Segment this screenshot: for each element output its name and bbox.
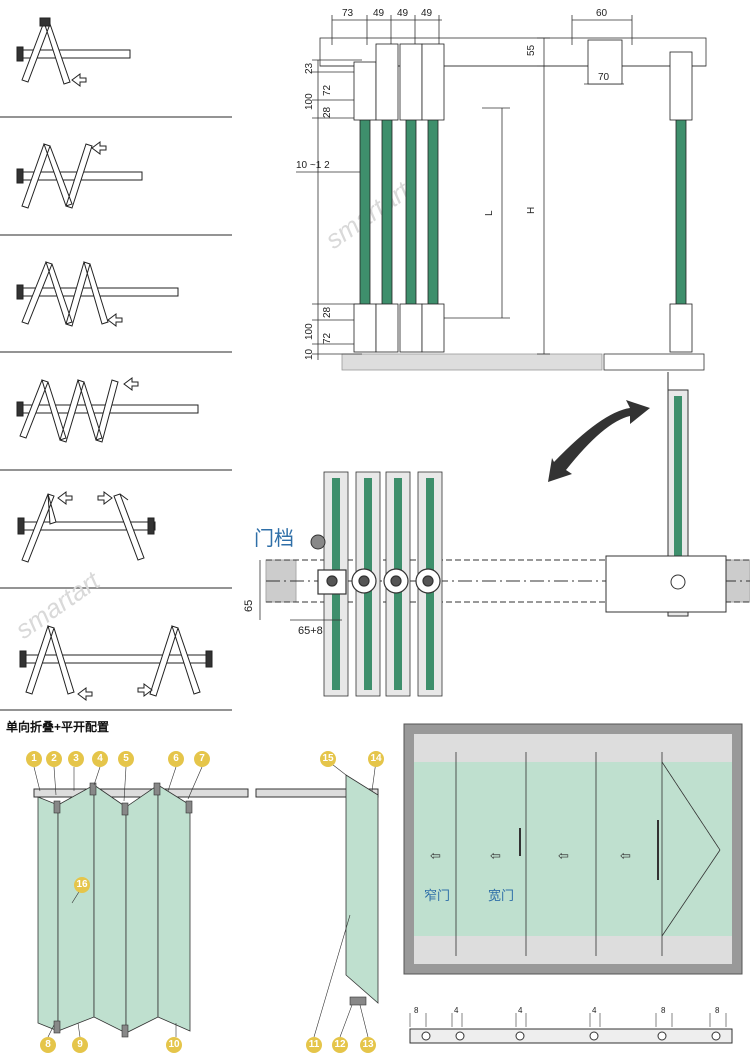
sequence-step-6 — [19, 625, 213, 701]
callout-1: 1 — [26, 751, 42, 767]
svg-text:⇦: ⇦ — [430, 848, 441, 863]
callout-12: 12 — [332, 1037, 348, 1053]
config-title: 单向折叠+平开配置 — [6, 720, 110, 734]
sequence-step-3 — [16, 261, 179, 327]
folding-sequence-diagrams — [0, 17, 232, 711]
callout-14: 14 — [368, 751, 384, 767]
callout-8: 8 — [40, 1037, 56, 1053]
dim-100-top: 100 — [304, 93, 315, 110]
dim-49-b: 49 — [397, 8, 409, 19]
dim-28-top: 28 — [322, 106, 333, 118]
sequence-step-5 — [17, 491, 156, 563]
dim-72-top: 72 — [322, 84, 333, 96]
dim-23: 23 — [304, 62, 315, 74]
callout-4: 4 — [92, 751, 108, 767]
door-stop-label: 门档 — [254, 528, 294, 550]
plan-view-drawing: 65 65+8 — [243, 372, 750, 697]
callout-5: 5 — [118, 751, 134, 767]
dim-10-12: 10 ~1 2 — [296, 160, 330, 171]
label-wide-door: 宽门 — [488, 888, 514, 903]
callout-13: 13 — [360, 1037, 376, 1053]
callout-3: 3 — [68, 751, 84, 767]
dim-10: 10 — [304, 348, 315, 360]
callout-15: 15 — [320, 751, 336, 767]
sequence-step-4 — [16, 377, 199, 443]
dim-72-bottom: 72 — [322, 332, 333, 344]
door-stop-icon — [310, 534, 326, 550]
dim-65-8: 65+8 — [298, 625, 323, 637]
track-dim-8a: 8 — [414, 1006, 419, 1015]
dim-55: 55 — [526, 44, 537, 56]
svg-text:⇦: ⇦ — [490, 848, 501, 863]
track-dim-4b: 4 — [518, 1006, 523, 1015]
track-dim-8b: 8 — [661, 1006, 666, 1015]
folding-door-3d-view — [33, 760, 379, 1038]
callout-9: 9 — [72, 1037, 88, 1053]
callout-6: 6 — [168, 751, 184, 767]
callout-2: 2 — [46, 751, 62, 767]
callout-16: 16 — [74, 877, 90, 893]
dim-73: 73 — [342, 8, 354, 19]
callout-7: 7 — [194, 751, 210, 767]
track-dim-8c: 8 — [715, 1006, 720, 1015]
front-elevation-drawing: ⇦ ⇦ ⇦ ⇦ 窄门 宽门 — [403, 723, 743, 975]
callout-11: 11 — [306, 1037, 322, 1053]
section-elevation-drawing: 73 49 49 49 60 55 70 23 100 72 28 10 ~1 … — [296, 8, 707, 371]
dim-28-bottom: 28 — [322, 306, 333, 318]
dim-H: H — [526, 207, 537, 214]
svg-text:⇦: ⇦ — [558, 848, 569, 863]
dim-L: L — [484, 210, 495, 216]
dim-60: 60 — [596, 8, 608, 19]
dim-49-c: 49 — [421, 8, 433, 19]
track-section-drawing: 8 4 4 4 8 8 — [409, 1006, 733, 1044]
dim-70: 70 — [598, 72, 610, 83]
dim-100-bottom: 100 — [304, 323, 315, 340]
svg-text:⇦: ⇦ — [620, 848, 631, 863]
label-narrow-door: 窄门 — [424, 888, 450, 903]
dim-65: 65 — [243, 600, 255, 612]
track-dim-4a: 4 — [454, 1006, 459, 1015]
sequence-step-1 — [16, 17, 131, 87]
track-dim-4c: 4 — [592, 1006, 597, 1015]
callout-10: 10 — [166, 1037, 182, 1053]
dim-49-a: 49 — [373, 8, 385, 19]
rotation-arrow-icon — [548, 400, 650, 482]
sequence-step-2 — [16, 141, 143, 209]
